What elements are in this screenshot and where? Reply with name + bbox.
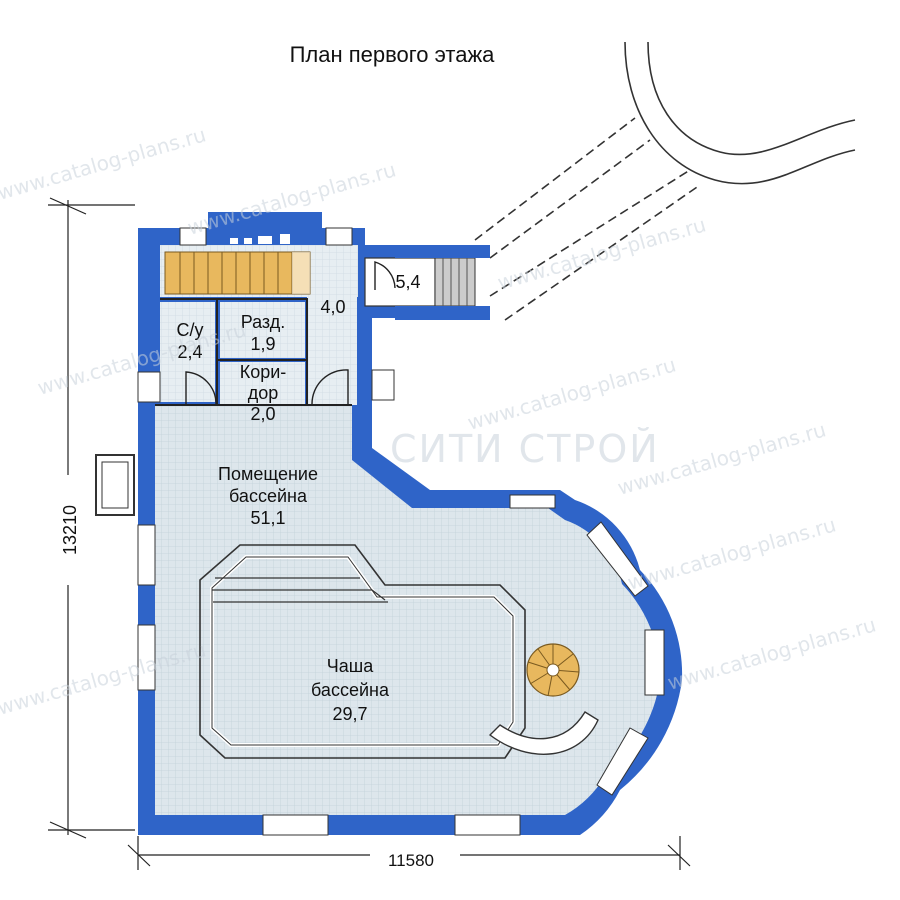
door-swing-icon <box>185 261 396 405</box>
room-pool-room: Помещение бассейна 51,1 <box>218 464 318 528</box>
entrance-stairs <box>434 257 476 307</box>
straight-staircase-icon <box>164 251 311 295</box>
room-pool-bowl-name-2: бассейна <box>311 680 390 700</box>
corridor-floor <box>220 362 305 404</box>
watermark-text: www.catalog-plans.ru <box>625 512 839 594</box>
room-changing-area: 1,9 <box>250 334 275 354</box>
room-wc-name: С/у <box>177 320 204 340</box>
room-changing: Разд. 1,9 <box>241 312 286 354</box>
room-corridor: Кори- дор 2,0 <box>240 362 287 424</box>
wc-floor <box>160 302 215 402</box>
dimension-height-label: 13210 <box>60 505 80 555</box>
room-pool-room-name-2: бассейна <box>229 486 308 506</box>
room-wc-area: 2,4 <box>177 342 202 362</box>
page-title: План первого этажа <box>290 42 496 67</box>
room-corridor-name-2: дор <box>248 383 279 403</box>
pool-ramp <box>488 711 599 755</box>
room-changing-name: Разд. <box>241 312 286 332</box>
room-hall-area: 4,0 <box>320 297 345 317</box>
changing-floor <box>220 302 305 358</box>
watermark-text: www.catalog-plans.ru <box>0 122 209 204</box>
top-facade-details <box>230 234 290 244</box>
dimension-height-bg <box>52 475 86 585</box>
watermark-text: www.catalog-plans.ru <box>495 212 709 294</box>
interior-partitions <box>155 298 352 406</box>
room-corridor-name-1: Кори- <box>240 362 287 382</box>
room-pool-room-area: 51,1 <box>250 508 285 528</box>
room-wc: С/у 2,4 <box>177 320 204 362</box>
watermark-text: www.catalog-plans.ru <box>465 352 679 434</box>
room-pool-bowl-name-1: Чаша <box>327 656 374 676</box>
dimension-width-label: 11580 <box>388 851 434 870</box>
exterior-path <box>474 41 856 321</box>
room-corridor-area: 2,0 <box>250 404 275 424</box>
porch-walls <box>395 245 490 320</box>
dimension-width-bg <box>370 844 460 868</box>
room-pool-bowl-area: 29,7 <box>332 704 367 724</box>
room-porch-area: 5,4 <box>395 272 420 292</box>
spiral-staircase-icon <box>526 643 580 697</box>
watermark-brand: СИТИ СТРОЙ <box>390 427 660 471</box>
watermark-text: www.catalog-plans.ru <box>665 612 879 694</box>
pool-bowl-shape <box>199 544 526 759</box>
room-pool-room-name-1: Помещение <box>218 464 318 484</box>
room-pool-bowl: Чаша бассейна 29,7 <box>311 656 390 724</box>
window-icon <box>95 227 665 836</box>
